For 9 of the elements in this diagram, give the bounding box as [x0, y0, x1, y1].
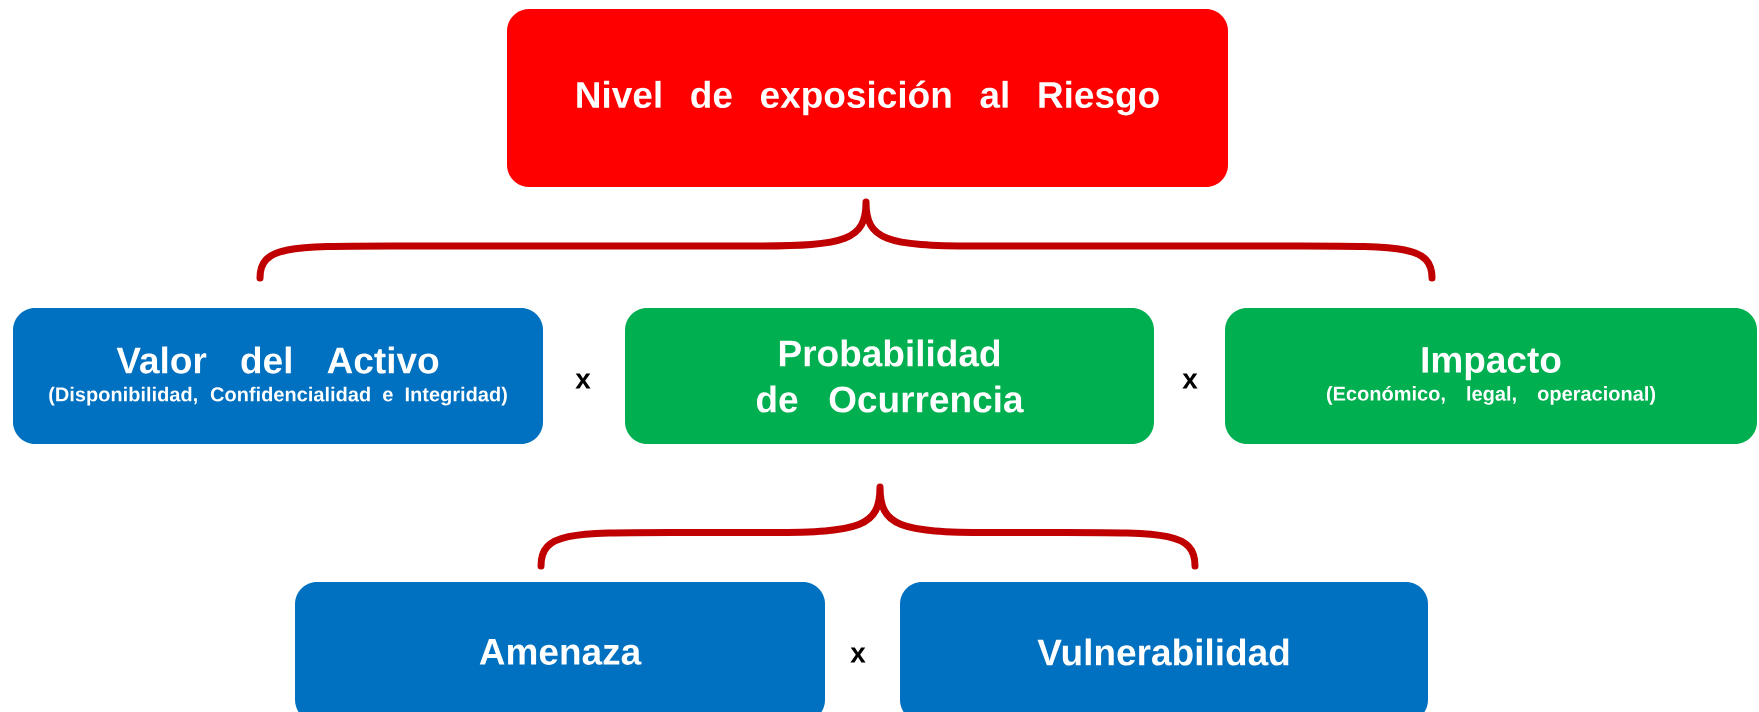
process-box: Impacto (Económico, legal, operacional): [1225, 308, 1757, 444]
multiplication-sign: x: [850, 647, 866, 663]
process-box: Valor del Activo (Disponibilidad, Confidencialidad e Integridad): [13, 308, 543, 444]
multiplication-sign: x: [575, 373, 591, 389]
process-box: Vulnerabilidad: [900, 582, 1428, 712]
multiplication-sign: x: [1182, 373, 1198, 389]
process-box: Amenaza: [295, 582, 825, 712]
process-box: Nivel de exposición al Riesgo: [507, 9, 1228, 187]
process-box: Probabilidad de Ocurrencia: [625, 308, 1154, 444]
